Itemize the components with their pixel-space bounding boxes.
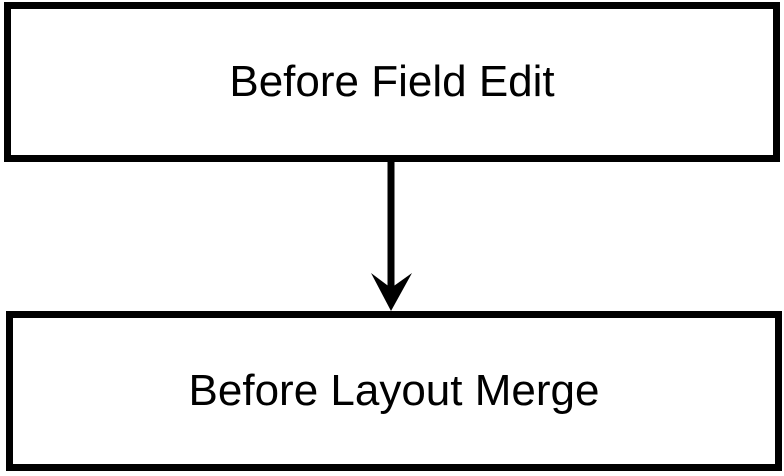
- node-before-field-edit-label: Before Field Edit: [229, 57, 555, 106]
- arrow-head-icon: [371, 273, 412, 311]
- node-before-layout-merge: Before Layout Merge: [6, 311, 782, 471]
- node-before-field-edit: Before Field Edit: [4, 2, 780, 162]
- node-before-layout-merge-label: Before Layout Merge: [188, 366, 600, 415]
